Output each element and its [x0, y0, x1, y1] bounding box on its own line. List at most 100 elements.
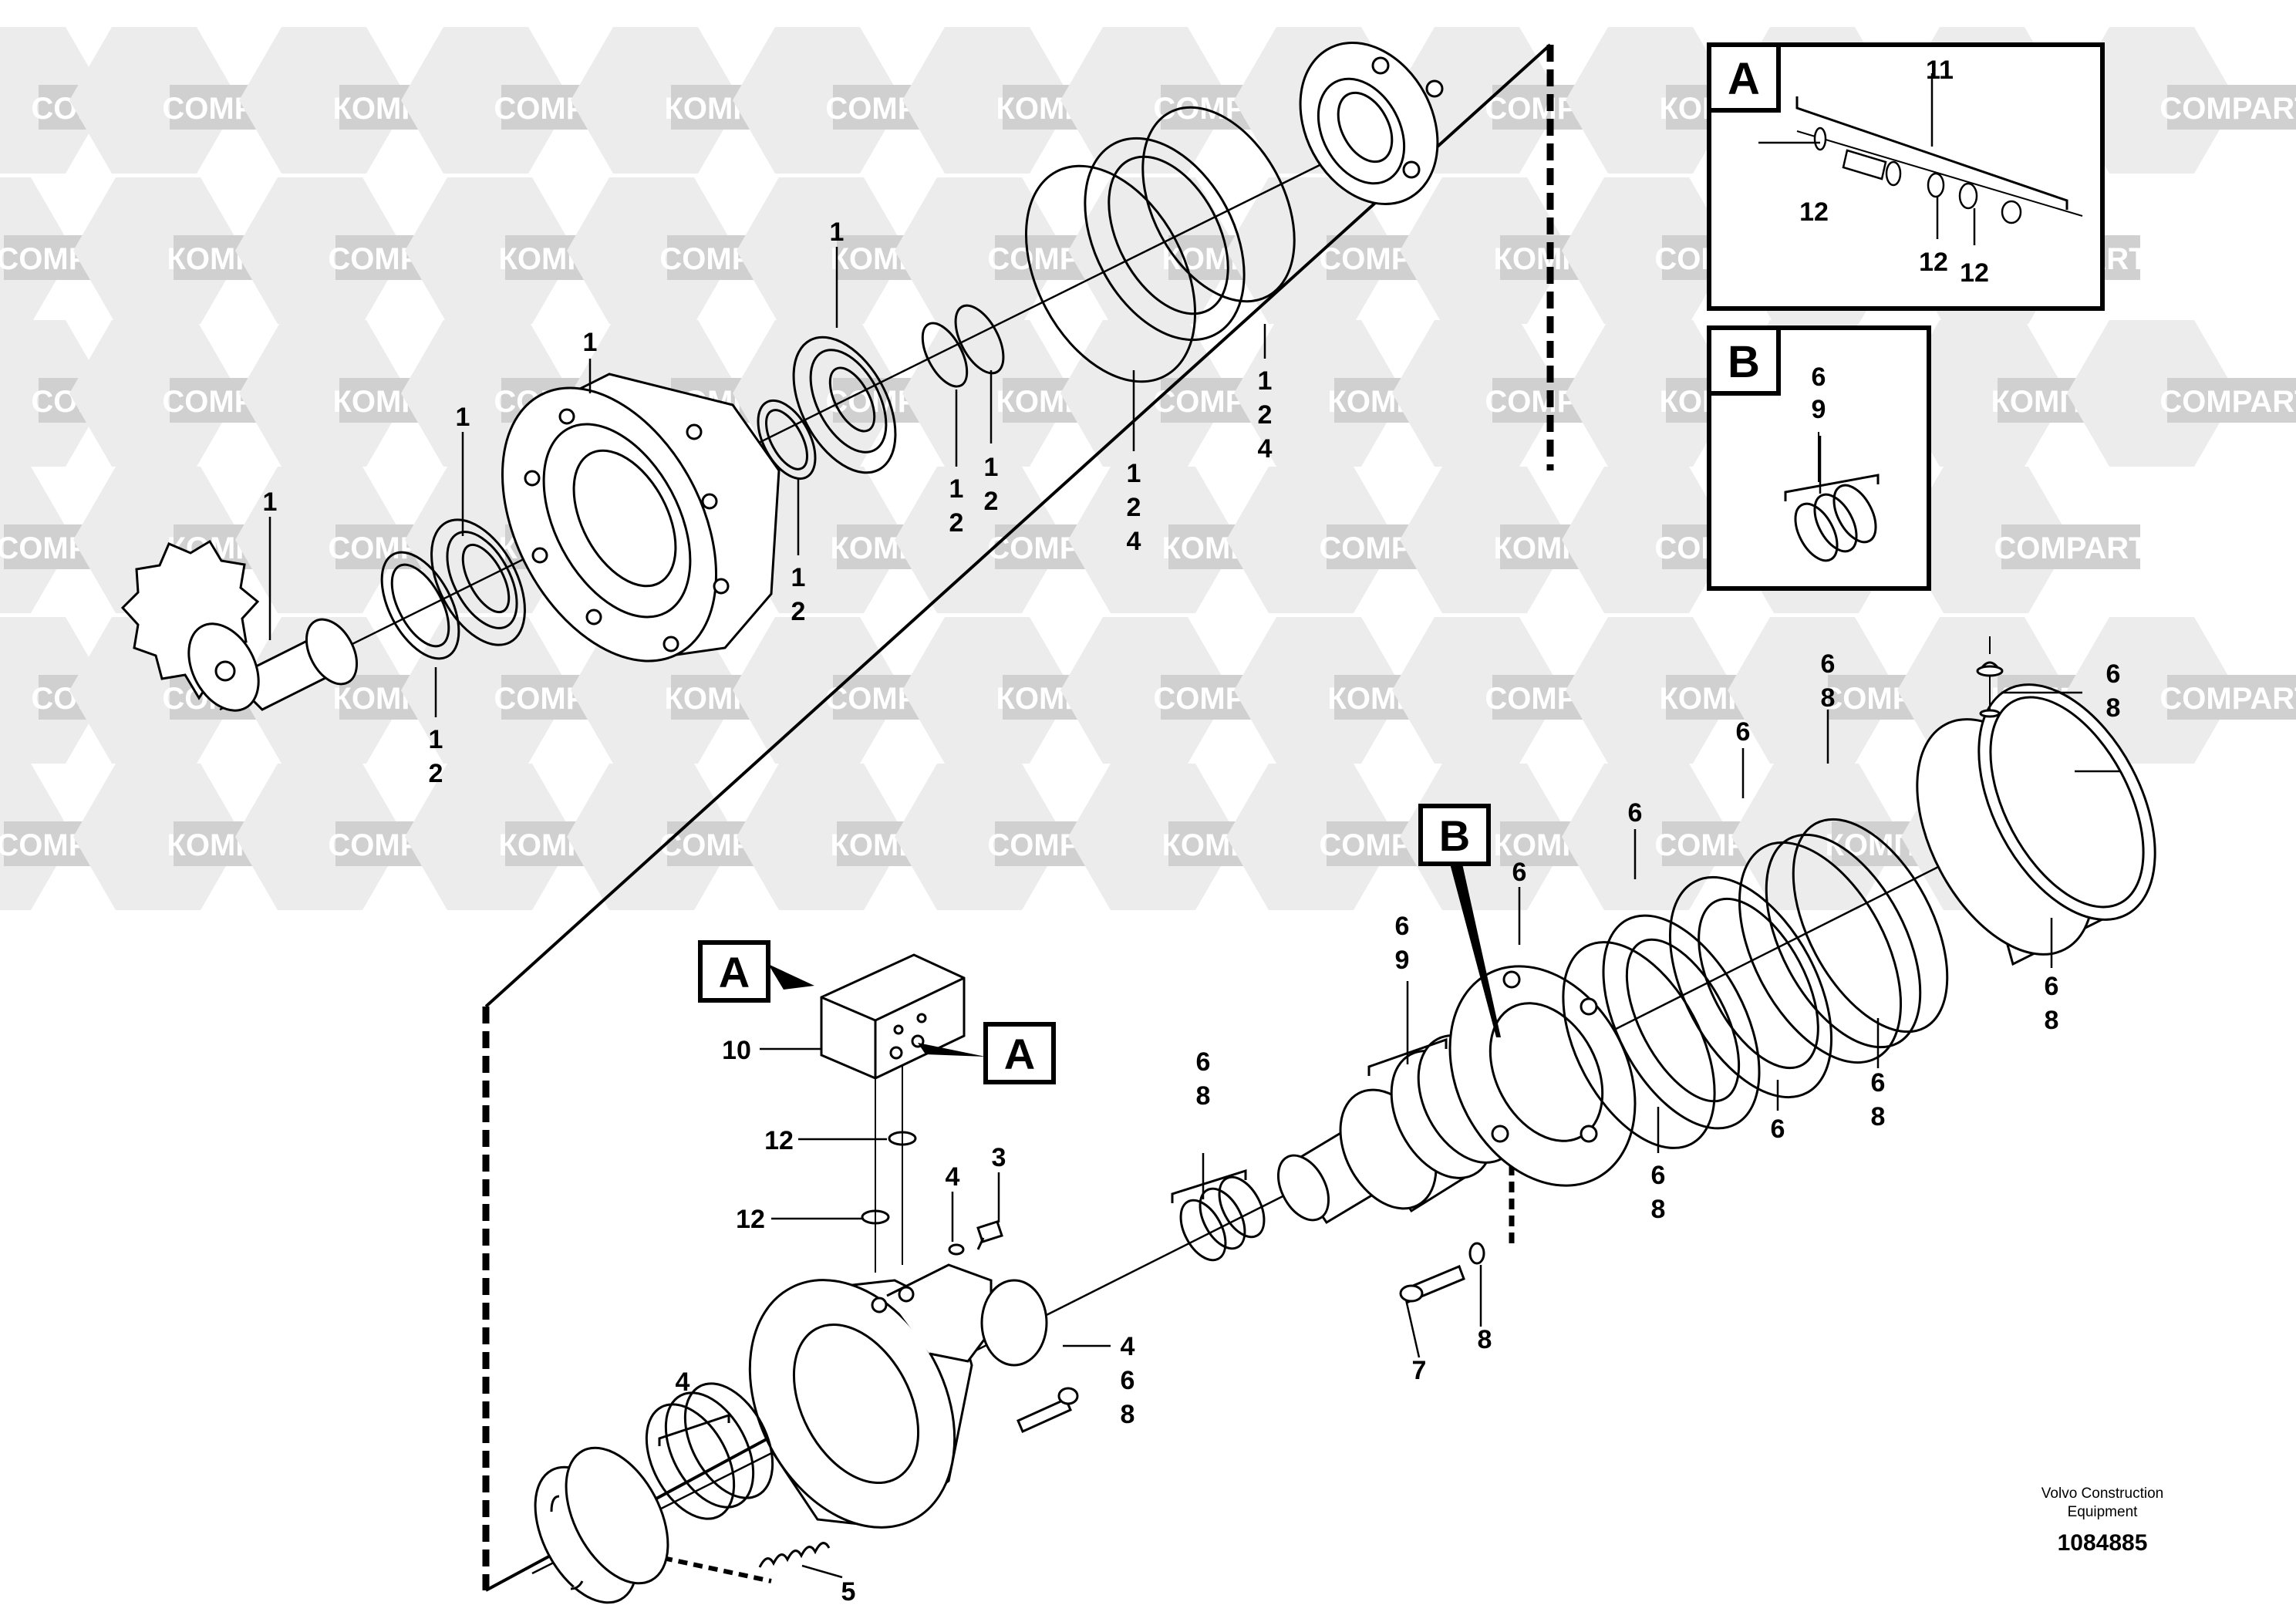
watermark-tile: COMPART — [2067, 27, 2296, 174]
spring-set — [645, 1382, 774, 1520]
callout-brake-ring-side: 6 — [1871, 1068, 1886, 1098]
company-line-2: Equipment — [2068, 1504, 2139, 1520]
valve-block — [820, 953, 966, 1273]
callout-seal-set-mid: 8 — [1196, 1081, 1211, 1111]
callout-motor-o-ring: 4 — [1121, 1332, 1135, 1361]
watermark-tile: COMPART — [69, 27, 316, 174]
callout-valve-block: 10 — [722, 1036, 751, 1065]
watermark-tile: COMPART — [567, 764, 814, 910]
watermark-text: COMPART — [2159, 385, 2296, 419]
ref-box-b — [1418, 804, 1501, 1037]
inset-a-label-mid: 12 — [1919, 248, 1948, 277]
callout-bearing-mid: 1 — [830, 218, 845, 247]
callout-brake-ring-lower: 6 — [1771, 1114, 1785, 1144]
snap-rings — [921, 304, 1005, 388]
inset-a-label-right: 12 — [1960, 258, 1989, 288]
motor-bolt — [1017, 1387, 1079, 1433]
inset-b-label-top: 6 — [1812, 363, 1826, 392]
callout-friction-plate: 6 — [1736, 717, 1751, 747]
inset-a-letter: A — [1728, 54, 1760, 104]
callout-cover-plate: 8 — [2106, 693, 2121, 723]
callout-ring-gear-lower: 6 — [2045, 972, 2059, 1001]
inset-b-letter: B — [1728, 337, 1760, 387]
washer-8 — [1468, 1242, 1485, 1265]
watermark-text: COMPART — [1994, 531, 2147, 565]
callout-o-ring-lower: 12 — [736, 1205, 765, 1234]
bracket-marks — [658, 1037, 1448, 1446]
callout-floating-seal: 1 — [1127, 459, 1141, 488]
callout-ring-gear-lower: 8 — [2045, 1006, 2059, 1035]
callout-seal-left: 1 — [429, 725, 443, 754]
callout-ring-gear-top: 6 — [1821, 649, 1836, 679]
roller-bearing-left — [430, 518, 526, 646]
ring-gear-cup — [1916, 683, 2156, 966]
brake-rings — [1562, 818, 1949, 1149]
callout-pinion-shaft: 1 — [263, 487, 278, 517]
inset-a-label-left: 12 — [1799, 197, 1829, 227]
callout-ring-gear-top: 8 — [1821, 683, 1836, 713]
watermark-tile: COMPART — [895, 467, 1141, 613]
inset-b-label-bottom: 9 — [1812, 395, 1826, 424]
ref-box-a-lower — [918, 1022, 1056, 1084]
inset-a-label-top: 11 — [1926, 56, 1954, 85]
callout-roller-bearing-left: 1 — [456, 403, 470, 432]
callout-snap-ring-b: 1 — [984, 453, 999, 482]
callout-layer: 1111121212121241246868666668686869681012… — [263, 218, 2121, 1607]
pinion-shaft — [120, 539, 359, 712]
drawing-number: 1084885 — [2058, 1530, 2148, 1556]
leader-lines — [268, 73, 2121, 1579]
callout-washer-4: 4 — [946, 1162, 960, 1192]
callout-motor-o-ring: 6 — [1121, 1366, 1135, 1395]
callout-cover-plate: 6 — [2106, 659, 2121, 689]
callout-seal-set-mid: 6 — [1196, 1047, 1211, 1077]
ref-a-lower-letter: A — [1004, 1030, 1035, 1078]
small-o-rings — [861, 1131, 917, 1225]
plug — [1976, 636, 2004, 718]
seal-ring-left — [380, 551, 460, 660]
watermark-text: COMPART — [2159, 92, 2296, 126]
inset-b-box — [1707, 325, 1931, 591]
callout-seal-left: 2 — [429, 759, 443, 788]
callout-snap-ring-b: 2 — [984, 487, 999, 516]
callout-spacer-ring: 2 — [791, 597, 806, 626]
callout-brake-disc-lower: 8 — [1651, 1195, 1666, 1224]
watermark-text: COMPART — [2159, 682, 2296, 716]
callout-snap-ring-a: 2 — [949, 508, 964, 538]
callout-spline-shaft-set: 9 — [1395, 946, 1410, 975]
callout-piston: 6 — [1512, 858, 1527, 887]
watermark-layer: COMPARTCOMPARTКОМПАРТCOMPARTКОМПАРТCOMPA… — [0, 27, 2296, 910]
watermark-tile: COMPART — [2067, 617, 2296, 764]
upper-axis — [219, 133, 1381, 711]
watermark-tile: COMPART — [1728, 617, 1974, 764]
spacer-ring — [757, 399, 817, 481]
bearing-mid — [792, 336, 897, 474]
bolt-7 — [1399, 1265, 1465, 1303]
callout-o-ring-upper: 12 — [764, 1126, 794, 1155]
callout-washer-8: 8 — [1478, 1325, 1492, 1354]
ref-b-letter: B — [1439, 811, 1470, 860]
callout-o-ring-top: 1 — [1258, 366, 1273, 396]
callout-o-ring-top: 4 — [1258, 434, 1273, 464]
callout-bolt-3: 3 — [992, 1143, 1006, 1172]
motor-housing — [748, 1263, 1048, 1529]
small-spring — [758, 1542, 831, 1568]
floating-seal — [1024, 106, 1296, 383]
callout-bolt-7: 7 — [1412, 1356, 1427, 1385]
watermark-tile: COMPART — [0, 764, 150, 910]
callout-spring-set: 4 — [676, 1367, 690, 1397]
inset-a-box — [1707, 42, 2105, 311]
watermark-tile: COMPART — [1901, 467, 2148, 613]
footer: Volvo Construction Equipment 1084885 — [2041, 1485, 2163, 1556]
housing-flange — [501, 373, 781, 663]
top-bearing-block — [1299, 42, 1444, 205]
callout-floating-seal: 2 — [1127, 493, 1141, 522]
callout-o-ring-top: 2 — [1258, 400, 1273, 430]
front-plate — [534, 1446, 669, 1604]
callout-brake-ring-side: 8 — [1871, 1102, 1886, 1131]
watermark-tile: COMPART — [1392, 617, 1639, 764]
callout-brake-disc-lower: 6 — [1651, 1161, 1666, 1190]
seal-set-mid — [1179, 1175, 1266, 1262]
callout-spacer-ring: 1 — [791, 563, 806, 592]
